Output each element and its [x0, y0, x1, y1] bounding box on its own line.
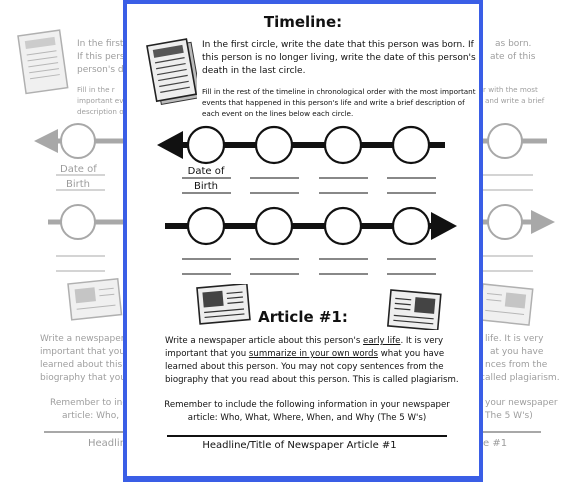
headline-label: Headline/Title of Newspaper Article #1	[202, 440, 397, 451]
bg-right-art-3: nces from the	[485, 360, 548, 370]
bg-left-instr-1: In the first	[77, 39, 124, 49]
bg-left-art-2: important that you	[40, 347, 125, 357]
early-life-emphasis: early life	[363, 336, 401, 346]
article-text-1: Write a newspaper article about this per…	[165, 336, 364, 346]
bg-right-instr-2: ate of this	[490, 52, 536, 62]
bg-right-rem-2: The 5 W's)	[485, 411, 533, 421]
timeline-circle	[186, 125, 226, 165]
article-instructions: Write a newspaper article about this per…	[165, 335, 477, 387]
bg-right-headline: e #1	[483, 438, 508, 449]
timeline-circle	[254, 206, 294, 246]
bg-left-fill-2: important eve	[77, 96, 128, 105]
newspaper-icon	[196, 284, 251, 325]
timeline-circle	[391, 125, 431, 165]
article-title: Article #1:	[258, 308, 348, 326]
bg-right-rem-1: your newspaper	[485, 398, 558, 408]
headline-rule	[167, 435, 447, 437]
bg-right-art-4: called plagiarism.	[480, 373, 560, 383]
summarize-emphasis: summarize in your own words	[248, 349, 378, 359]
bg-left-fill-1: Fill in the r	[77, 85, 115, 94]
newspaper-icon	[386, 289, 442, 330]
bg-right-art-2: at you have	[490, 347, 544, 357]
bg-right-instr-1: as born.	[495, 39, 532, 49]
timeline-arrowhead-left	[157, 131, 183, 159]
timeline-graphic	[157, 125, 457, 275]
bg-right-art-1: life. It is very	[485, 334, 544, 344]
bg-left-art-4: biography that you	[40, 373, 126, 383]
bg-right-fill-1: r with the most	[483, 85, 538, 94]
timeline-circle	[186, 206, 226, 246]
bg-left-rem-1: Remember to inc	[50, 398, 128, 408]
bg-left-rem-2: article: Who,	[62, 411, 120, 421]
date-of-birth-label-1: Date of	[187, 166, 225, 177]
newspaper-stack-icon	[146, 38, 197, 105]
timeline-circle	[323, 125, 363, 165]
article-text-2: . It is very important that you	[165, 336, 444, 359]
bg-left-headline: Headlin	[88, 438, 127, 449]
bg-left-date-1: Date of	[60, 164, 97, 175]
timeline-circle	[323, 206, 363, 246]
background-page-right: as born. ate of this r with the most and…	[285, 0, 585, 478]
instructions-text: In the first circle, write the date that…	[202, 40, 476, 76]
bg-left-instr-2: If this person	[77, 52, 136, 62]
bg-left-art-1: Write a newspaper	[40, 334, 125, 344]
bg-right-fill-2: and write a brief	[485, 96, 545, 105]
date-of-birth-label-2: Birth	[193, 181, 218, 192]
timeline-circle	[254, 125, 294, 165]
article-text-3: what you have learned about this person.…	[165, 349, 459, 385]
bg-left-art-3: learned about this	[40, 360, 123, 370]
timeline-arrowhead-right	[431, 212, 457, 240]
bg-left-instr-3: person's death	[77, 65, 144, 75]
bg-left-fill-3: description of	[77, 107, 127, 116]
fill-in-text: Fill in the rest of the timeline in chro…	[202, 87, 476, 118]
remember-text: Remember to include the following inform…	[164, 400, 450, 423]
timeline-circle	[391, 206, 431, 246]
background-left-graphics	[17, 29, 130, 433]
worksheet-page: Timeline: In the first circle, write the…	[123, 0, 483, 482]
page-title: Timeline:	[263, 13, 343, 31]
bg-left-date-2: Birth	[66, 179, 91, 190]
background-page-left: In the first If this person person's dea…	[17, 29, 144, 449]
